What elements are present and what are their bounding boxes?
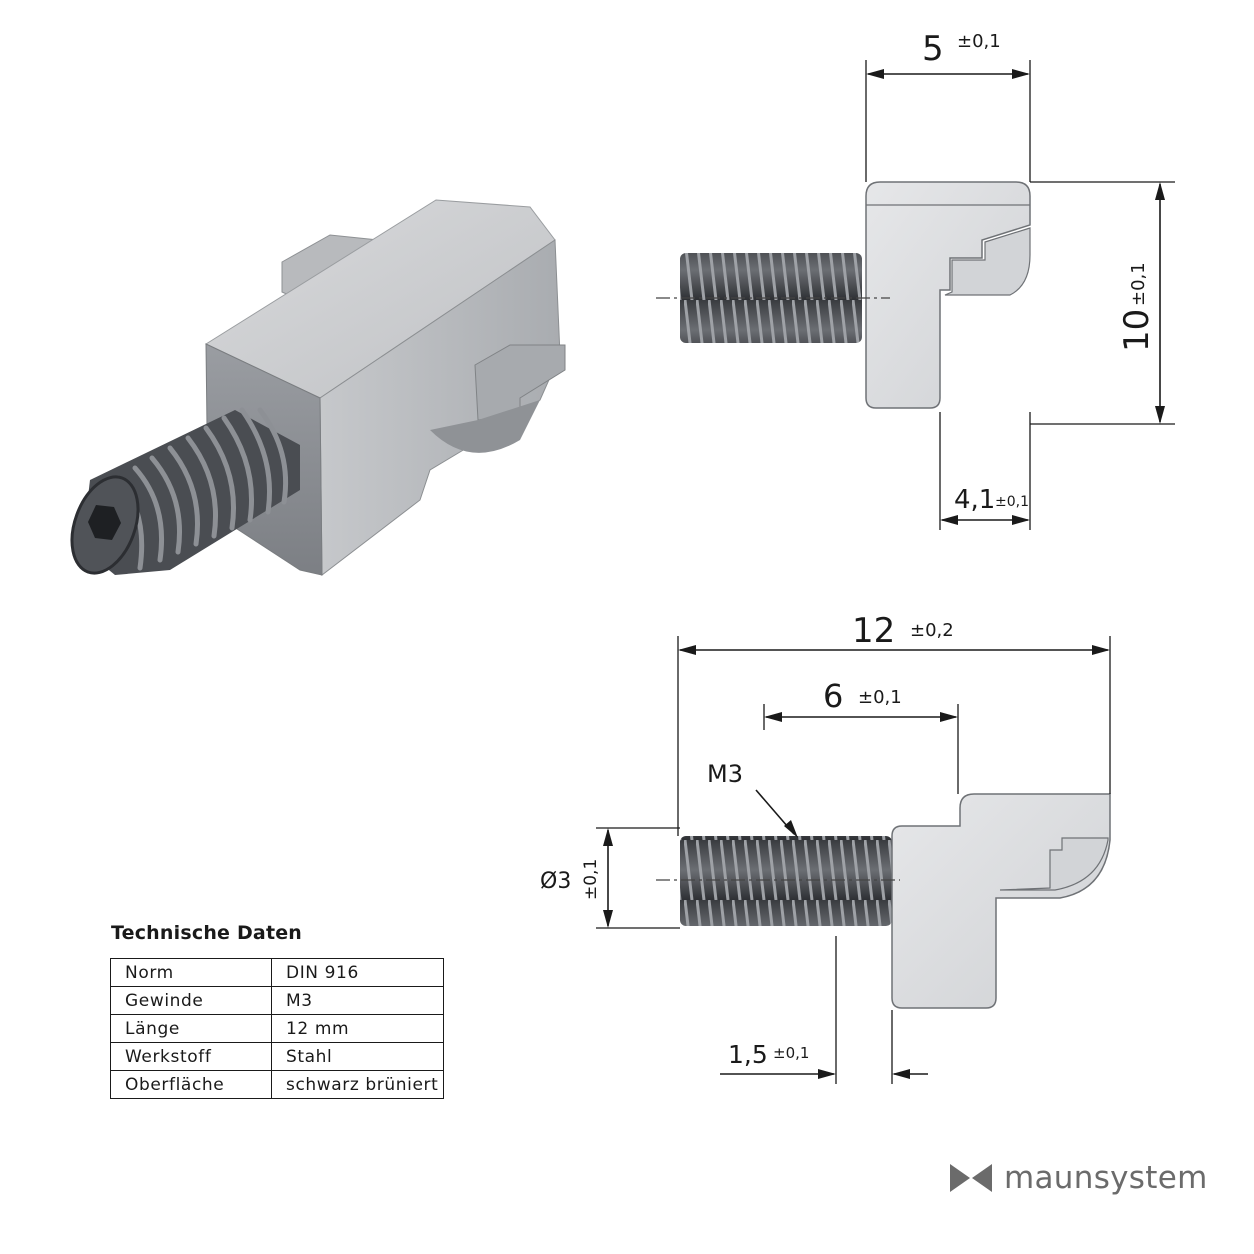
dim-height: 10 xyxy=(1117,309,1157,352)
dim-diameter: Ø3 xyxy=(540,869,571,894)
brand-name: maunsystem xyxy=(1004,1160,1208,1196)
front-view-thread xyxy=(680,836,892,926)
front-view: 12 ±0,2 6 ±0,1 M3 Ø3 ±0,1 1,5 ±0,1 xyxy=(540,611,1111,1084)
tech-key: Länge xyxy=(110,1014,272,1043)
dim-height-tol: ±0,1 xyxy=(1128,262,1149,306)
dim-total-length: 12 xyxy=(852,611,895,651)
side-view: 5 ±0,1 10 ±0,1 4,1 ±0,1 xyxy=(656,29,1175,530)
tech-data-title: Technische Daten xyxy=(111,922,303,944)
isometric-view xyxy=(70,199,566,577)
tech-value: schwarz brüniert xyxy=(271,1070,444,1099)
dim-diameter-tol: ±0,1 xyxy=(581,859,601,900)
tech-value: Stahl xyxy=(271,1042,444,1071)
tech-value: M3 xyxy=(271,986,444,1015)
dim-body-depth-tol: ±0,1 xyxy=(995,494,1029,510)
front-view-body xyxy=(891,793,1111,1009)
tech-value: DIN 916 xyxy=(271,958,444,987)
label-thread-m3: M3 xyxy=(707,760,743,788)
hex-socket-icon xyxy=(88,505,121,540)
dim-offset-tol: ±0,1 xyxy=(773,1044,809,1062)
front-view-lip xyxy=(999,837,1109,891)
tech-key: Oberfläche xyxy=(110,1070,272,1099)
dim-thread-length: 6 xyxy=(823,677,843,715)
tech-key: Werkstoff xyxy=(110,1042,272,1071)
tech-value: 12 mm xyxy=(271,1014,444,1043)
side-view-body xyxy=(865,181,1031,409)
tech-key: Gewinde xyxy=(110,986,272,1015)
dim-offset: 1,5 xyxy=(728,1040,768,1069)
dim-total-length-tol: ±0,2 xyxy=(910,620,954,641)
dim-top-width-tol: ±0,1 xyxy=(957,31,1001,52)
side-view-lip xyxy=(944,227,1031,296)
dim-body-depth: 4,1 xyxy=(954,485,995,515)
side-view-thread xyxy=(680,253,862,343)
dim-thread-length-tol: ±0,1 xyxy=(858,687,902,708)
lip-curve xyxy=(430,400,540,453)
brand-logo: maunsystem xyxy=(948,1160,1208,1196)
tech-key: Norm xyxy=(110,958,272,987)
dim-top-width: 5 xyxy=(922,29,944,69)
maunsystem-logo-icon xyxy=(950,1164,992,1192)
isometric-thread xyxy=(70,407,300,575)
